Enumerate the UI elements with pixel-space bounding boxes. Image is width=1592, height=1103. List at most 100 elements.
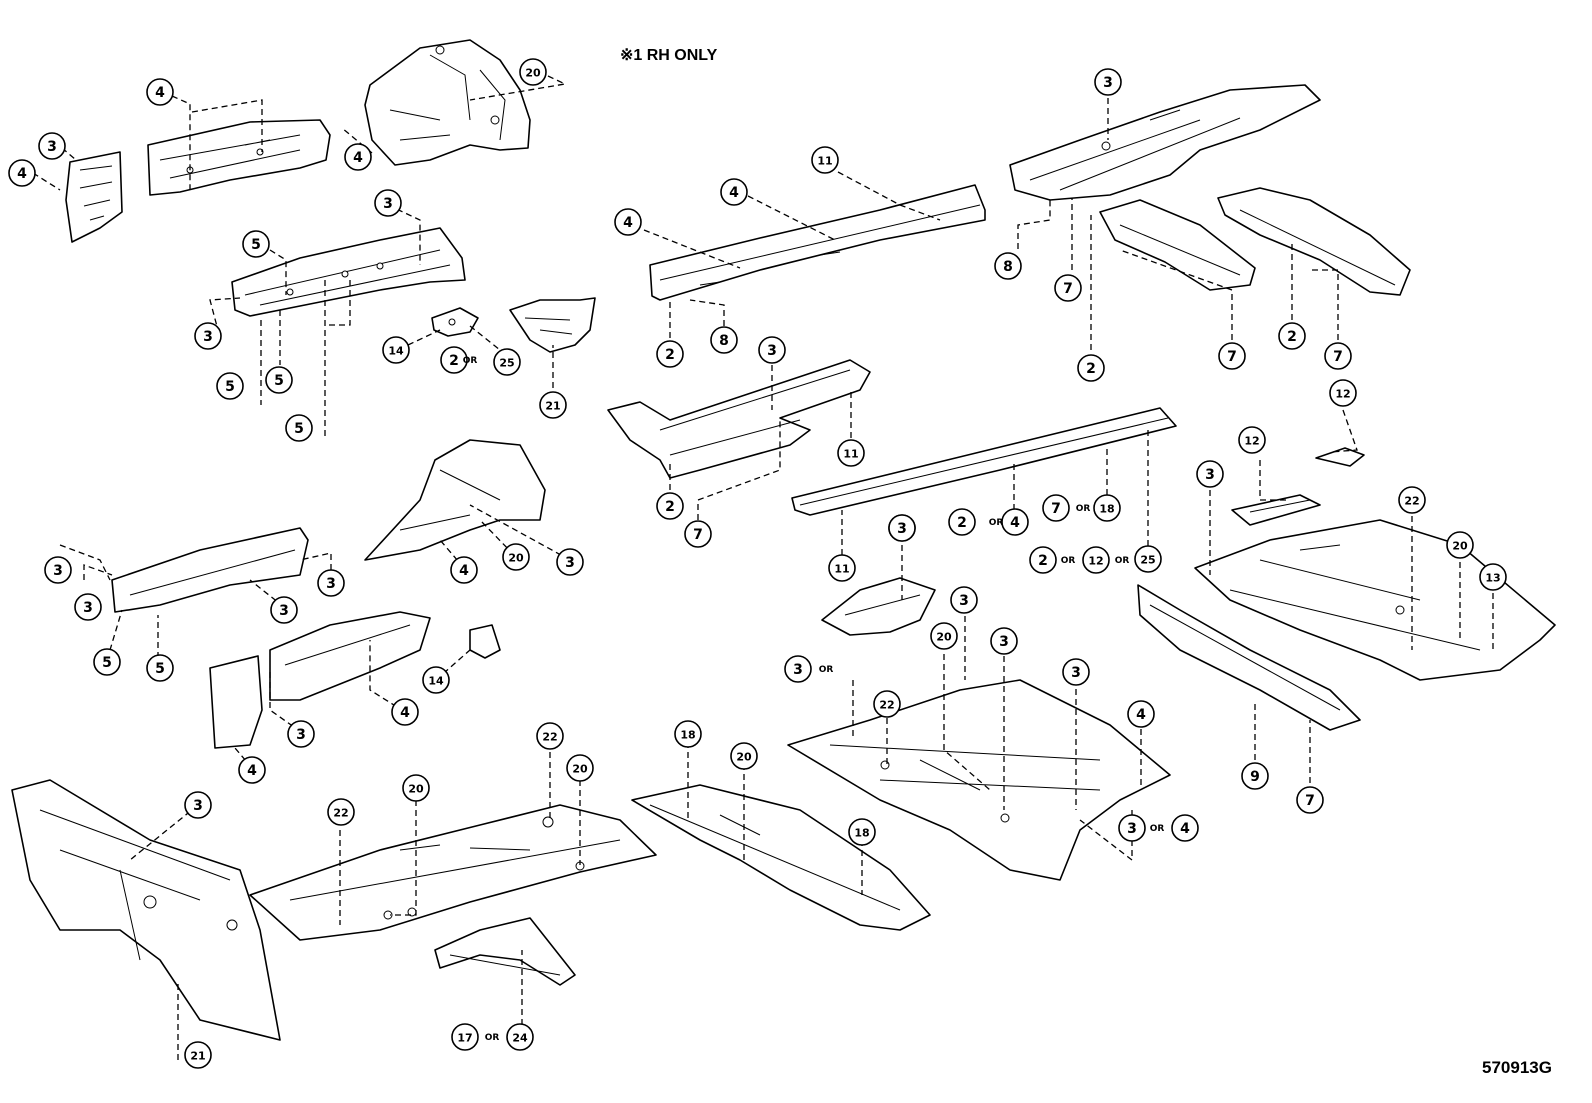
callout-3: 3: [317, 569, 345, 597]
callout-number: 7: [1063, 281, 1073, 297]
callout-circle: [93, 648, 121, 676]
callout-4: 4: [450, 556, 478, 584]
callout-3: 3: [194, 322, 222, 350]
part-bracket-14-lower: [469, 624, 501, 659]
callout-number: 22: [1404, 495, 1419, 508]
callout-number: 18: [680, 729, 695, 742]
callout-number: 18: [854, 827, 869, 840]
callout-21: 21: [184, 1041, 212, 1069]
callout-number: 18: [1099, 503, 1114, 516]
callout-4: 4: [8, 159, 36, 187]
part-apron-member-middle: [269, 611, 431, 701]
callout-3: 3: [784, 655, 812, 683]
callout-circle: [784, 655, 812, 683]
callout-circle: [674, 720, 702, 748]
callout-circle: [8, 159, 36, 187]
callout-circle: [74, 593, 102, 621]
callout-12: 12: [1082, 546, 1110, 574]
part-rocker-outer: [791, 407, 1177, 516]
callout-number: 13: [1485, 572, 1500, 585]
callout-number: 3: [1127, 821, 1137, 837]
callout-20: 20: [519, 58, 547, 86]
callout-4: 4: [1127, 700, 1155, 728]
callout-circle: [730, 742, 758, 770]
callout-4: 4: [720, 178, 748, 206]
callout-2: 2: [656, 492, 684, 520]
rh-only-note: ※1 RH ONLY: [620, 47, 718, 64]
callout-number: 24: [512, 1032, 528, 1045]
callout-number: 3: [959, 593, 969, 609]
callout-circle: [848, 818, 876, 846]
callout-number: 11: [834, 563, 849, 576]
callout-17: 17: [451, 1023, 479, 1051]
callout-circle: [684, 520, 712, 548]
callout-number: 4: [623, 215, 633, 231]
callout-5: 5: [242, 230, 270, 258]
callout-circle: [948, 508, 976, 536]
callout-number: 3: [1071, 665, 1081, 681]
callout-circle: [556, 548, 584, 576]
callout-20: 20: [566, 754, 594, 782]
callout-number: 4: [1180, 821, 1190, 837]
callout-number: 3: [203, 329, 213, 345]
part-rear-side-member-right: [1217, 187, 1411, 296]
callout-number: 4: [353, 150, 363, 166]
part-bracket-14: [431, 307, 479, 337]
callout-circle: [440, 346, 468, 374]
callout-14: 14: [382, 336, 410, 364]
part-dash-cross-member: [1009, 84, 1321, 201]
callout-18: 18: [848, 818, 876, 846]
callout-number: 9: [1250, 769, 1260, 785]
callout-circle: [422, 666, 450, 694]
callout-22: 22: [1398, 486, 1426, 514]
callout-3: 3: [374, 189, 402, 217]
callout-circle: [374, 189, 402, 217]
callout-3: 3: [888, 514, 916, 542]
callout-circle: [828, 554, 856, 582]
callout-circle: [1001, 508, 1029, 536]
callout-number: 7: [1305, 793, 1315, 809]
callout-circle: [287, 720, 315, 748]
callout-7: 7: [1054, 274, 1082, 302]
callout-circle: [1218, 342, 1246, 370]
callout-circle: [1062, 658, 1090, 686]
callout-number: 20: [408, 783, 424, 796]
callout-number: 4: [1136, 707, 1146, 723]
callout-3: 3: [44, 556, 72, 584]
callout-circle: [1278, 322, 1306, 350]
callout-number: 2: [1038, 553, 1048, 569]
callout-number: 20: [572, 763, 588, 776]
callout-number: 3: [83, 600, 93, 616]
callout-circle: [493, 348, 521, 376]
callout-number: 21: [190, 1050, 205, 1063]
callout-13: 13: [1479, 563, 1507, 591]
callout-circle: [758, 336, 786, 364]
callout-8: 8: [994, 252, 1022, 280]
callout-circle: [285, 414, 313, 442]
callout-21: 21: [539, 391, 567, 419]
callout-circle: [888, 514, 916, 542]
callout-number: 25: [1140, 554, 1155, 567]
callout-circle: [450, 556, 478, 584]
callout-3: 3: [758, 336, 786, 364]
callout-number: 3: [793, 662, 803, 678]
callout-18: 18: [674, 720, 702, 748]
callout-circle: [1093, 494, 1121, 522]
callout-circle: [184, 1041, 212, 1069]
callout-number: 17: [457, 1032, 472, 1045]
callout-number: 3: [897, 521, 907, 537]
callout-circle: [1054, 274, 1082, 302]
callout-circle: [566, 754, 594, 782]
callout-3: 3: [270, 596, 298, 624]
or-label: OR: [1061, 556, 1076, 566]
callout-circle: [1398, 486, 1426, 514]
callout-12: 12: [1329, 379, 1357, 407]
part-tunnel-bracket: [821, 577, 936, 636]
callout-22: 22: [327, 798, 355, 826]
callout-number: 12: [1088, 555, 1103, 568]
callout-number: 20: [1452, 540, 1468, 553]
callout-circle: [1329, 379, 1357, 407]
callout-22: 22: [873, 690, 901, 718]
callout-number: 3: [565, 555, 575, 571]
